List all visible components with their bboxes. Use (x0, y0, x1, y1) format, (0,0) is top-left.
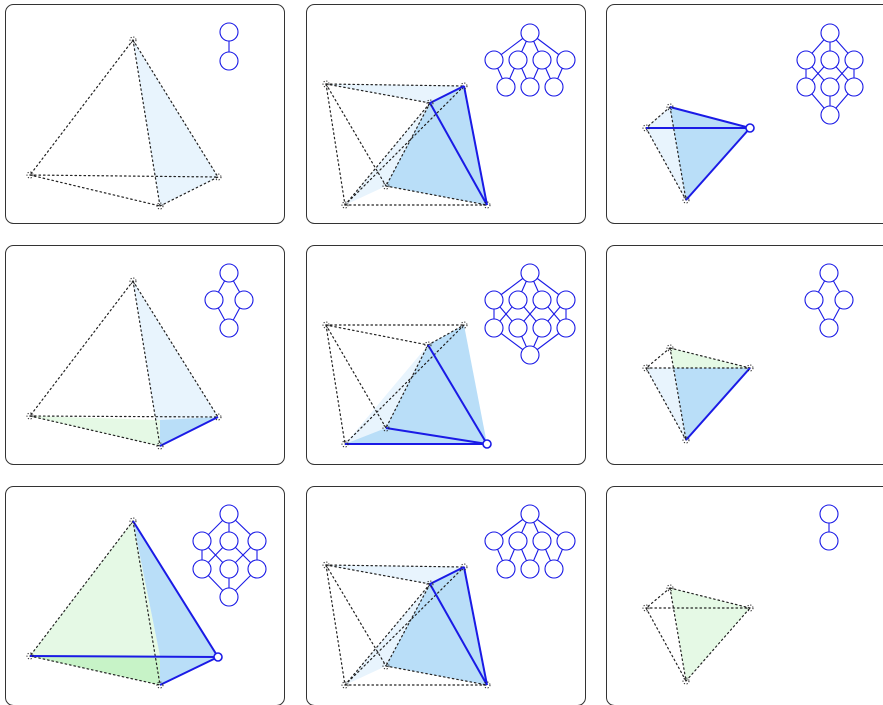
lattice-node (820, 505, 838, 523)
lattice-node (820, 532, 838, 550)
lattice-node (509, 319, 527, 337)
panel-r2c2 (307, 246, 586, 465)
lattice-node (248, 532, 266, 550)
lattice-node (497, 560, 515, 578)
lattice-node (485, 532, 503, 550)
panel-frame (607, 5, 883, 224)
lattice-node (220, 23, 238, 41)
panel-frame (607, 246, 883, 465)
lattice-node (193, 560, 211, 578)
lattice-node (805, 291, 823, 309)
panel-r1c3 (607, 5, 883, 224)
lattice-node (220, 319, 238, 337)
lattice-node (521, 560, 539, 578)
lattice-node (545, 78, 563, 96)
lattice-node (220, 560, 238, 578)
lattice-node (521, 264, 539, 282)
lattice-node (521, 24, 539, 42)
highlighted-vertex (746, 124, 754, 132)
panel-r1c1 (6, 5, 285, 224)
lattice-node (521, 505, 539, 523)
lattice-node (220, 505, 238, 523)
lattice-node (797, 51, 815, 69)
lattice-node (557, 319, 575, 337)
lattice-node (248, 560, 266, 578)
lattice-node (220, 264, 238, 282)
lattice-node (485, 291, 503, 309)
lattice-node (509, 532, 527, 550)
lattice-node (521, 78, 539, 96)
lattice-node (193, 532, 211, 550)
lattice-node (533, 51, 551, 69)
lattice-node (485, 51, 503, 69)
lattice-node (820, 319, 838, 337)
panel-frame (607, 487, 883, 705)
panel-r3c2 (307, 487, 586, 705)
panel-frame (6, 5, 285, 224)
lattice-node (509, 51, 527, 69)
lattice-node (821, 24, 839, 42)
lattice-node (497, 78, 515, 96)
lattice-node (220, 588, 238, 606)
lattice-node (845, 78, 863, 96)
lattice-node (521, 346, 539, 364)
lattice-node (533, 532, 551, 550)
lattice-node (797, 78, 815, 96)
lattice-node (845, 51, 863, 69)
panel-r2c1 (6, 246, 285, 465)
lattice-node (533, 319, 551, 337)
lattice-node (545, 560, 563, 578)
panel-r3c1 (6, 487, 285, 705)
lattice-node (835, 291, 853, 309)
lattice-node (820, 264, 838, 282)
lattice-node (821, 106, 839, 124)
highlighted-vertex (483, 440, 491, 448)
lattice-node (821, 51, 839, 69)
lattice-node (821, 78, 839, 96)
panel-r2c3 (607, 246, 883, 465)
panel-r3c3 (607, 487, 883, 705)
lattice-node (557, 532, 575, 550)
lattice-node (485, 319, 503, 337)
lattice-node (205, 291, 223, 309)
lattice-node (533, 291, 551, 309)
lattice-node (557, 291, 575, 309)
lattice-node (557, 51, 575, 69)
panel-r1c2 (307, 5, 586, 224)
lattice-node (220, 52, 238, 70)
highlighted-vertex (214, 653, 222, 661)
lattice-node (509, 291, 527, 309)
lattice-node (235, 291, 253, 309)
lattice-node (220, 532, 238, 550)
